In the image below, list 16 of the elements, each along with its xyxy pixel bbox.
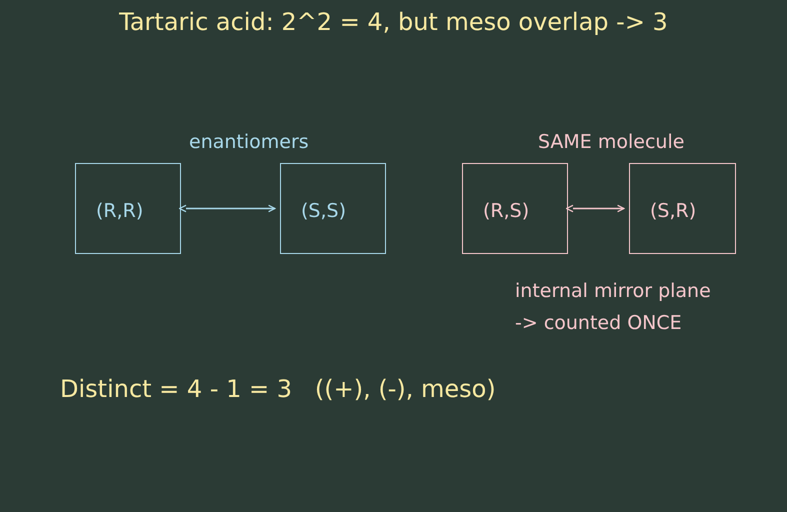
stereo-label: (S,R) xyxy=(650,200,696,222)
note-text: -> counted ONCE xyxy=(515,312,682,334)
state-box xyxy=(462,163,568,254)
title: Tartaric acid: 2^2 = 4, but meso overlap -> 3 xyxy=(118,8,669,36)
stereo-label: (S,S) xyxy=(301,200,346,222)
summary-text: Distinct = 4 - 1 = 3 ((+), (-), meso) xyxy=(60,375,496,403)
state-box xyxy=(280,163,386,254)
double-arrow xyxy=(179,204,276,212)
stereo-label: (R,S) xyxy=(483,200,530,222)
group-caption: SAME molecule xyxy=(538,131,684,153)
note-text: internal mirror plane xyxy=(515,280,711,302)
state-box xyxy=(629,163,736,254)
state-box xyxy=(75,163,181,254)
stereo-label: (R,R) xyxy=(96,200,144,222)
double-arrow xyxy=(566,204,625,212)
group-caption: enantiomers xyxy=(189,131,309,153)
